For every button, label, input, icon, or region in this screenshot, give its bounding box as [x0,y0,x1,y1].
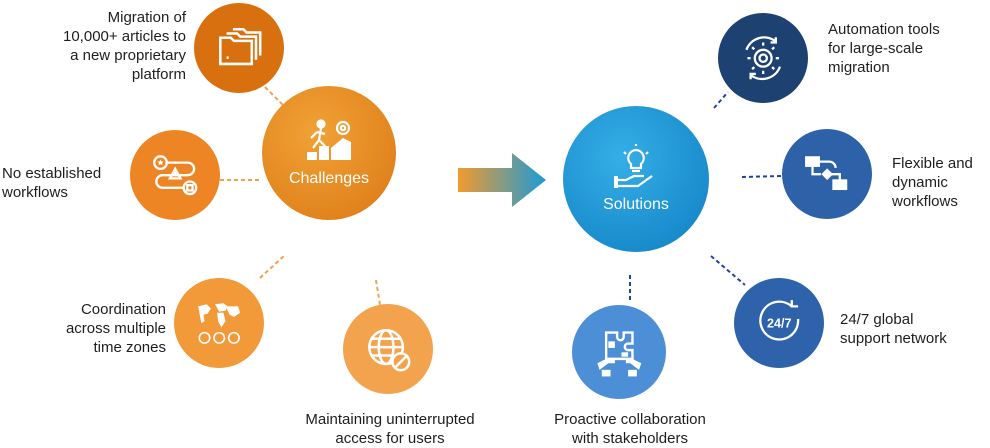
workflows-node [130,130,220,220]
folders-icon [218,27,262,65]
timezones-node [174,278,264,368]
migration-node [194,3,284,93]
solutions-title: Solutions [603,196,669,213]
clock-24-7-icon: 24/7 [759,299,800,341]
support-node: 24/7 [734,278,824,368]
solutions-hub: Solutions [563,106,709,252]
idea-hand-icon [614,144,653,188]
flexible-node [782,129,872,219]
migration-label: Migration of 10,000+ articles to a new p… [63,9,186,83]
climbing-gear-icon [307,119,351,160]
flexible-label: Flexible and dynamic workflows [892,155,973,210]
connector-timezones [259,254,286,279]
access-label: Maintaining uninterrupted access for use… [305,411,475,447]
timezones-label: Coordination across multiple time zones [65,301,166,356]
collaboration-label: Proactive collaboration with stakeholder… [554,411,706,447]
world-clocks-icon [197,303,240,344]
automation-label: Automation tools for large-scale migrati… [828,21,940,76]
flow-arrow [458,153,546,207]
challenges-hub: Challenges [262,86,396,220]
challenges-title: Challenges [288,170,370,187]
access-node [343,304,433,394]
puzzle-hands-icon [597,331,641,377]
collaboration-node [572,305,666,399]
automation-node [718,13,808,103]
workflows-label: No established workflows [2,165,102,201]
flowchart-icon [804,156,848,190]
connector-flexible [741,175,783,178]
connector-automation [713,91,729,109]
workflow-warning-icon [152,154,198,196]
gear-automation-icon [745,36,781,80]
connector-support [710,255,746,286]
connector-access [375,279,381,306]
globe-blocked-icon [367,328,411,372]
support-badge: 24/7 [767,316,791,330]
support-label: 24/7 global support network [840,311,947,347]
